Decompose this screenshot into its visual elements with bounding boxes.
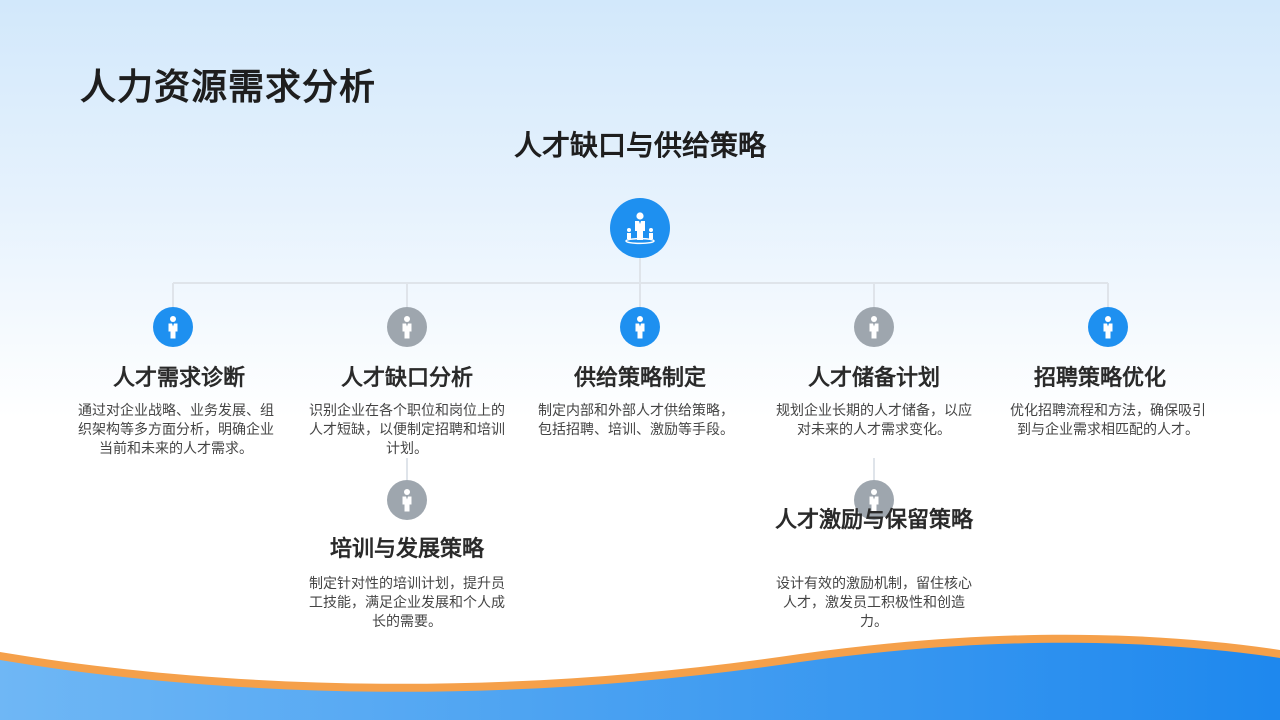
person-icon (620, 307, 660, 347)
decorative-wave (0, 634, 1280, 720)
node-title: 人才需求诊断 (112, 366, 245, 391)
node-description: 规划企业长期的人才储备，以应对未来的人才需求变化。 (776, 403, 972, 438)
node-title: 人才储备计划 (807, 366, 940, 391)
diagram-subtitle: 人才缺口与供给策略 (513, 129, 766, 162)
node-description: 设计有效的激励机制，留住核心人才，激发员工积极性和创造力。 (776, 576, 972, 630)
person-icon (387, 307, 427, 347)
node-description: 通过对企业战略、业务发展、组织架构等多方面分析，明确企业当前和未来的人才需求。 (78, 403, 274, 457)
root-person-network-icon (610, 198, 670, 258)
person-icon (387, 480, 427, 520)
node-description: 优化招聘流程和方法，确保吸引到与企业需求相匹配的人才。 (1010, 403, 1206, 438)
person-icon (854, 480, 894, 520)
node-description: 制定针对性的培训计划，提升员工技能，满足企业发展和个人成长的需要。 (309, 576, 505, 630)
person-icon (854, 307, 894, 347)
node-title: 培训与发展策略 (329, 537, 484, 562)
node-title: 人才缺口分析 (340, 366, 473, 391)
node-title: 供给策略制定 (573, 366, 706, 391)
node-title: 人才激励与保留策略 (774, 508, 973, 533)
node-description: 制定内部和外部人才供给策略，包括招聘、培训、激励等手段。 (538, 403, 734, 438)
node-description: 识别企业在各个职位和岗位上的人才短缺，以便制定招聘和培训计划。 (309, 403, 505, 457)
person-icon (1088, 307, 1128, 347)
person-icon (153, 307, 193, 347)
node-title: 招聘策略优化 (1033, 366, 1166, 391)
page-title: 人力资源需求分析 (80, 67, 377, 108)
